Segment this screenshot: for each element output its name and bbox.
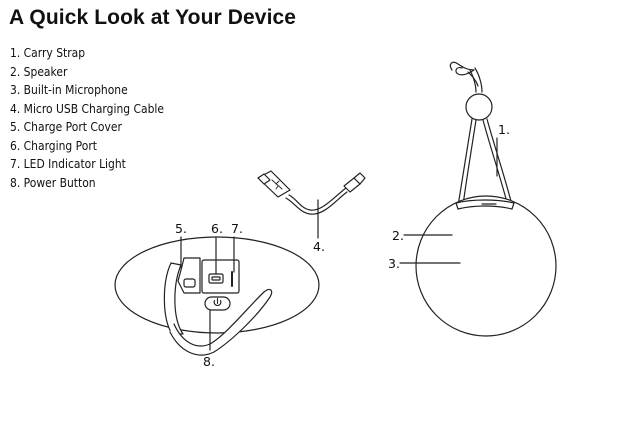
strap-tip xyxy=(450,62,474,74)
callout-6: 6. xyxy=(211,221,223,236)
callout-3: 3. xyxy=(388,256,400,271)
charging-cable xyxy=(258,171,365,238)
callout-7: 7. xyxy=(231,221,243,236)
speaker-side-view xyxy=(115,237,319,355)
callout-4: 4. xyxy=(313,239,325,254)
strap-tip-knot xyxy=(468,72,478,86)
callout-2: 2. xyxy=(392,228,404,243)
strap-bead xyxy=(466,94,492,120)
speaker-front-view xyxy=(400,62,556,336)
callout-5: 5. xyxy=(175,221,187,236)
speaker-sphere xyxy=(416,196,556,336)
callout-1: 1. xyxy=(498,122,510,137)
callout-8: 8. xyxy=(203,354,215,369)
